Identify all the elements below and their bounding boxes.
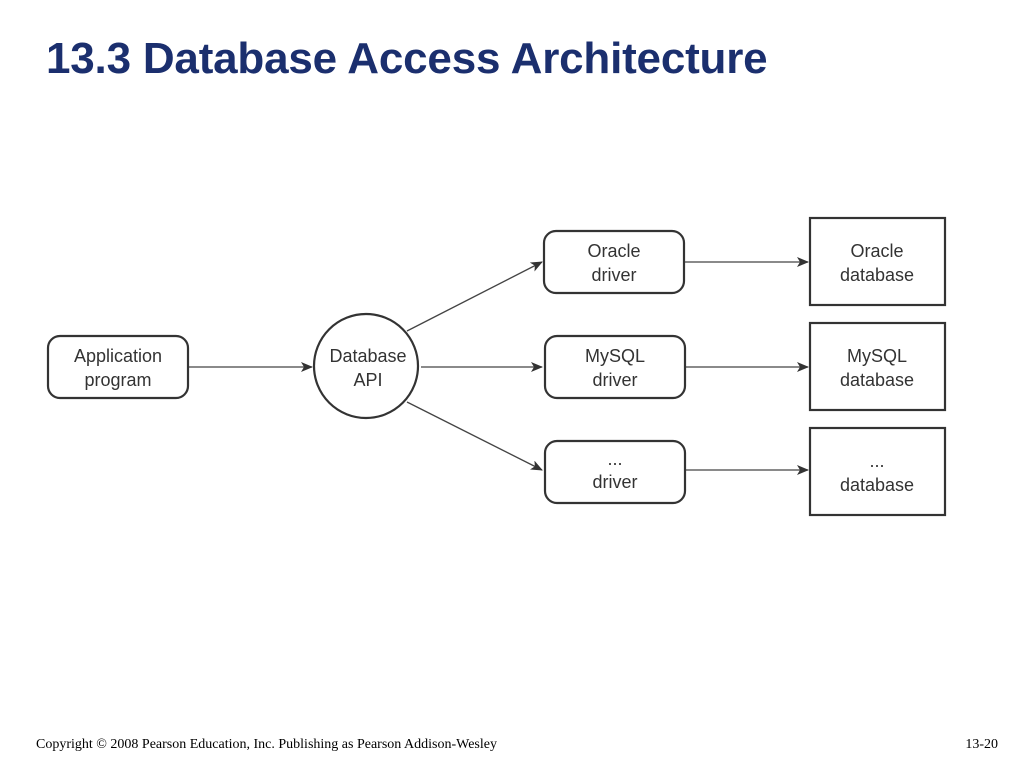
oracle-database-label-line1: Oracle — [850, 241, 903, 261]
oracle-database-label-line2: database — [840, 265, 914, 285]
mysql-database-node: MySQL database — [808, 321, 947, 412]
mysql-driver-label-line2: driver — [592, 370, 637, 390]
other-database-label-line1: ... — [869, 451, 884, 471]
oracle-database-node: Oracle database — [808, 216, 947, 307]
connector-arrows — [188, 257, 809, 475]
mysql-database-label-line1: MySQL — [847, 346, 907, 366]
slide-title: 13.3 Database Access Architecture — [46, 34, 768, 83]
page-number: 13-20 — [965, 737, 998, 752]
mysql-database-label-line2: database — [840, 370, 914, 390]
other-database-node: ... database — [808, 426, 947, 517]
oracle-driver-node: Oracle driver — [542, 229, 686, 295]
other-driver-label-line2: driver — [592, 472, 637, 492]
other-driver-label-line1: ... — [607, 449, 622, 469]
mysql-driver-label-line1: MySQL — [585, 346, 645, 366]
database-api-label-line2: API — [353, 370, 382, 390]
database-api-node: Database API — [312, 312, 420, 420]
application-program-label-line1: Application — [74, 346, 162, 366]
application-program-label-line2: program — [84, 370, 151, 390]
footer-copyright: Copyright © 2008 Pearson Education, Inc.… — [36, 737, 497, 752]
database-api-label-line1: Database — [329, 346, 406, 366]
other-driver-node: ... driver — [543, 439, 687, 505]
other-database-label-line2: database — [840, 475, 914, 495]
arrow-api-to-oracle-driver — [406, 261, 543, 332]
mysql-driver-node: MySQL driver — [543, 334, 687, 400]
application-program-node: Application program — [46, 334, 190, 400]
oracle-driver-label-line2: driver — [591, 265, 636, 285]
oracle-driver-label-line1: Oracle — [587, 241, 640, 261]
arrow-api-to-other-driver — [406, 401, 543, 471]
